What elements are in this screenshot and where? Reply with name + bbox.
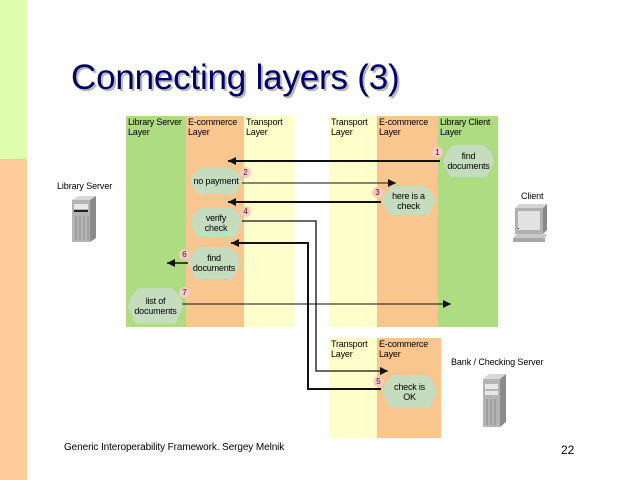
message-bubble-4: verify check (190, 208, 242, 237)
bank-server-icon (483, 374, 506, 427)
side-band-green (0, 0, 27, 159)
step-badge-1: 1 (432, 147, 443, 158)
message-bubble-2: no payment (190, 168, 242, 194)
library-server-icon (72, 196, 96, 242)
client-label: Client (521, 191, 544, 201)
client-computer-icon (513, 204, 547, 242)
page-number: 22 (561, 443, 575, 457)
message-bubble-5: check is OK (382, 375, 437, 408)
arrow-step-5 (231, 239, 381, 390)
step-badge-5: 5 (373, 376, 384, 387)
bank-label: Bank / Checking Server (451, 357, 544, 367)
slide-footer: Generic Interoperability Framework. Serg… (64, 442, 285, 453)
layer-label: Transport Layer (331, 339, 368, 359)
arrow-step-4 (242, 220, 388, 375)
layer-label: Library Client Layer (440, 117, 491, 137)
message-bubble-7: list of documents (128, 288, 183, 324)
step-badge-3: 3 (372, 187, 383, 198)
layer-label: Transport Layer (331, 117, 368, 137)
slide-title: Connecting layers (3) (71, 58, 400, 97)
layer-label: Transport Layer (246, 117, 283, 137)
message-bubble-3: here is a check (382, 186, 435, 215)
step-badge-4: 4 (240, 206, 251, 217)
layer-label: E-commerce Layer (379, 339, 429, 359)
message-bubble-6: find documents (188, 247, 240, 279)
client-ecommerce-layer-column: E-commerce Layer (377, 116, 438, 327)
layer-label: E-commerce Layer (379, 117, 429, 137)
side-band-orange (0, 159, 27, 480)
layer-label: Library Server Layer (128, 117, 182, 137)
step-badge-6: 6 (179, 249, 190, 260)
message-bubble-1: find documents (443, 145, 494, 177)
library-server-label: Library Server (57, 181, 113, 191)
step-badge-7: 7 (179, 287, 190, 298)
client-transport-layer-column: Transport Layer (329, 116, 377, 327)
step-badge-2: 2 (240, 167, 251, 178)
layer-label: E-commerce Layer (188, 117, 238, 137)
